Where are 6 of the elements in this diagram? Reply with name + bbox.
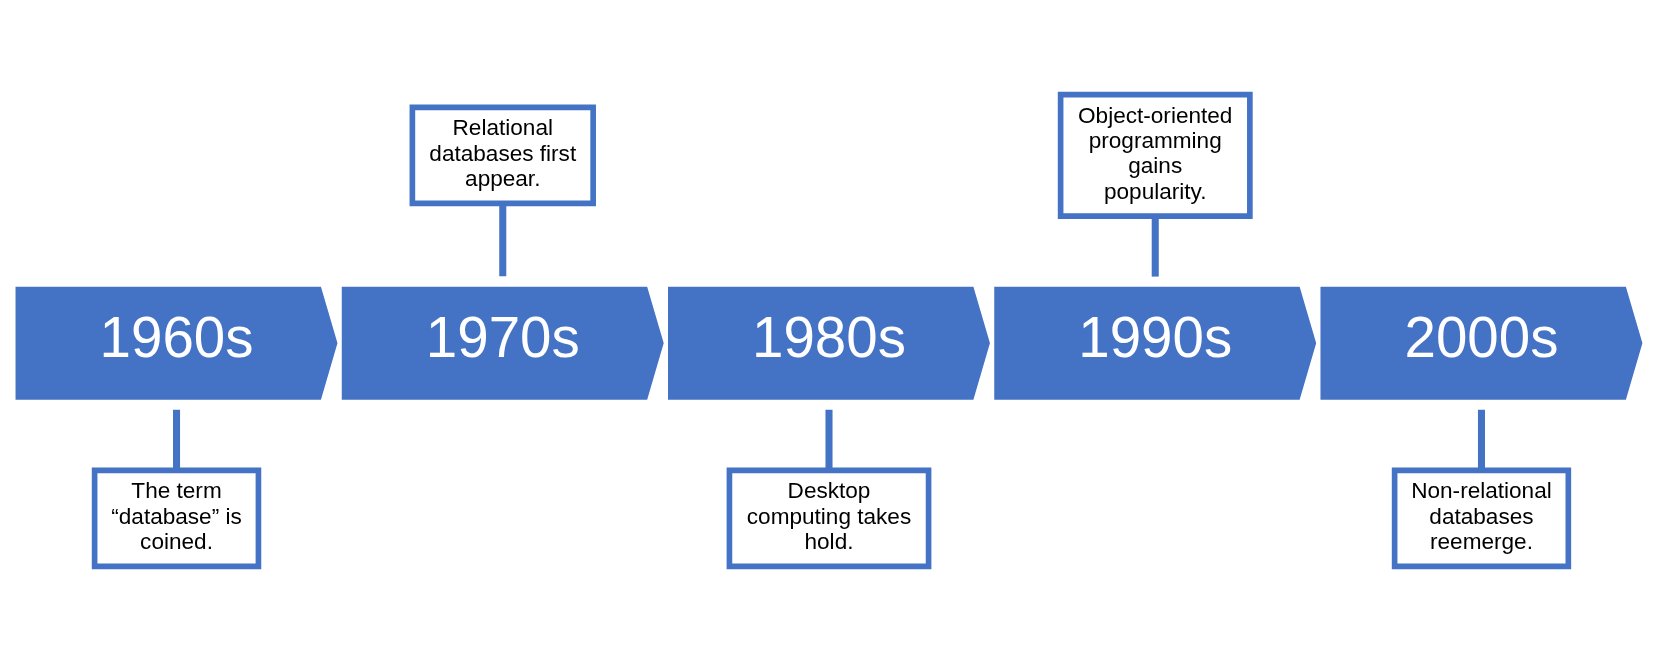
node-box: Desktop computing takes hold. <box>726 467 932 569</box>
connector <box>499 203 507 276</box>
node-box: Relational databases first appear. <box>409 104 596 206</box>
node-box: The term “database” is coined. <box>91 467 262 569</box>
node-box: Non-relational databases reemerge. <box>1391 467 1572 569</box>
node-box: Object-oriented programming gains popularity. <box>1057 91 1253 219</box>
